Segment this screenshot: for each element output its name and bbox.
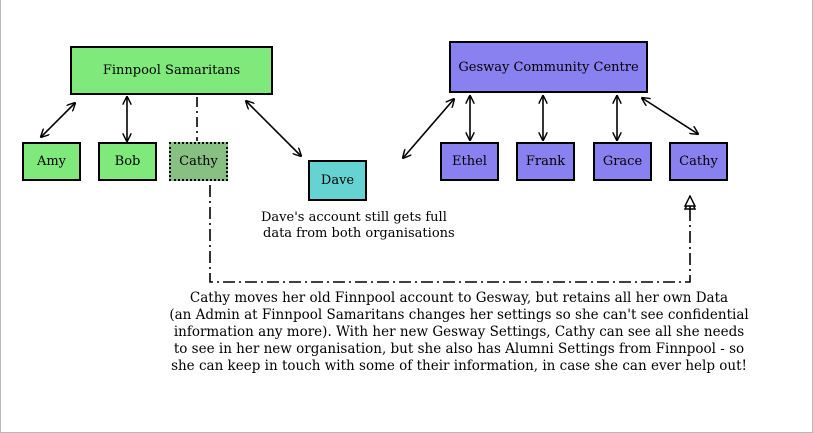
cathy-move-explanation: Cathy moves her old Finnpool account to … (159, 290, 759, 375)
org-gesway-label: Gesway Community Centre (458, 59, 639, 75)
member-ethel-label: Ethel (452, 154, 487, 169)
link-gesway-dave (403, 99, 454, 158)
member-bob: Bob (98, 142, 157, 181)
link-finnpool-dave (246, 101, 301, 156)
dave-caption-line2: data from both organisations (263, 226, 455, 241)
member-amy: Amy (22, 142, 81, 181)
member-amy-label: Amy (36, 154, 67, 169)
member-ethel: Ethel (440, 142, 499, 181)
member-dave-label: Dave (320, 173, 355, 188)
member-frank: Frank (516, 142, 575, 181)
note-line: to see in her new organisation, but she … (173, 341, 745, 357)
member-grace: Grace (593, 142, 652, 181)
member-cathy-old-label: Cathy (179, 154, 218, 169)
org-finnpool-samaritans: Finnpool Samaritans (70, 46, 273, 95)
note-line: she can keep in touch with some of their… (171, 358, 747, 374)
link-gesway-cathy (642, 98, 698, 134)
member-grace-label: Grace (602, 154, 643, 169)
note-line: information any more). With her new Gesw… (173, 324, 745, 340)
member-dave-shared: Dave (308, 160, 367, 201)
member-cathy-new: Cathy (669, 142, 728, 181)
member-frank-label: Frank (525, 154, 566, 169)
dave-caption-line1: Dave's account still gets full (261, 210, 447, 225)
note-line: (an Admin at Finnpool Samaritans changes… (169, 307, 749, 323)
org-gesway-community-centre: Gesway Community Centre (449, 41, 648, 93)
note-line: Cathy moves her old Finnpool account to … (189, 290, 729, 306)
link-finnpool-amy (41, 103, 75, 137)
org-finnpool-label: Finnpool Samaritans (102, 63, 241, 78)
member-cathy-old-alumni: Cathy (169, 142, 228, 181)
member-bob-label: Bob (114, 154, 141, 169)
link-cathy-move (209, 185, 690, 283)
dave-caption: Dave's account still gets full data from… (261, 210, 481, 242)
member-cathy-new-label: Cathy (679, 154, 718, 169)
